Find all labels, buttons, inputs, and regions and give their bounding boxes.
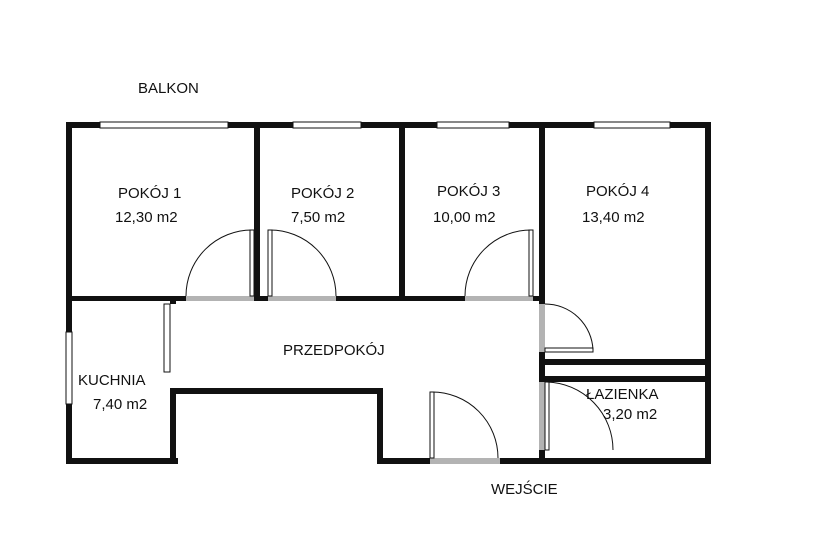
door-room4 — [544, 347, 594, 353]
opening-room1 — [186, 296, 254, 301]
door-room3 — [528, 229, 534, 297]
door-entrance — [429, 391, 435, 459]
window-room4 — [593, 121, 671, 129]
walls — [66, 122, 711, 464]
window-room2 — [292, 121, 362, 129]
door-bathroom — [544, 381, 550, 451]
room4-name: POKÓJ 4 — [586, 183, 649, 200]
balcony-label: BALKON — [138, 80, 199, 97]
kitchen-name: KUCHNIA — [78, 372, 146, 389]
room3-area: 10,00 m2 — [433, 209, 496, 226]
window-room3 — [436, 121, 510, 129]
room2-name: POKÓJ 2 — [291, 185, 354, 202]
entrance-label: WEJŚCIE — [491, 480, 558, 498]
window-kitchen-inner — [163, 303, 171, 373]
windows — [65, 121, 671, 405]
opening-room4 — [539, 304, 545, 352]
room3-name: POKÓJ 3 — [437, 183, 500, 200]
window-kitchen — [65, 331, 73, 405]
room4-area: 13,40 m2 — [582, 209, 645, 226]
door-openings — [186, 296, 545, 464]
doors — [185, 229, 614, 459]
bathroom-area: 3,20 m2 — [603, 406, 657, 423]
room1-area: 12,30 m2 — [115, 209, 178, 226]
window-room1 — [99, 121, 229, 129]
opening-room3 — [465, 296, 533, 301]
opening-room2 — [268, 296, 336, 301]
opening-bathroom — [539, 382, 545, 450]
door-room2 — [267, 229, 273, 297]
kitchen-area: 7,40 m2 — [93, 396, 147, 413]
room1-name: POKÓJ 1 — [118, 185, 181, 202]
room2-area: 7,50 m2 — [291, 209, 345, 226]
door-room1 — [249, 229, 255, 297]
bathroom-name: ŁAZIENKA — [586, 386, 659, 403]
hallway-label: PRZEDPOKÓJ — [283, 342, 385, 359]
opening-entrance — [430, 458, 500, 464]
